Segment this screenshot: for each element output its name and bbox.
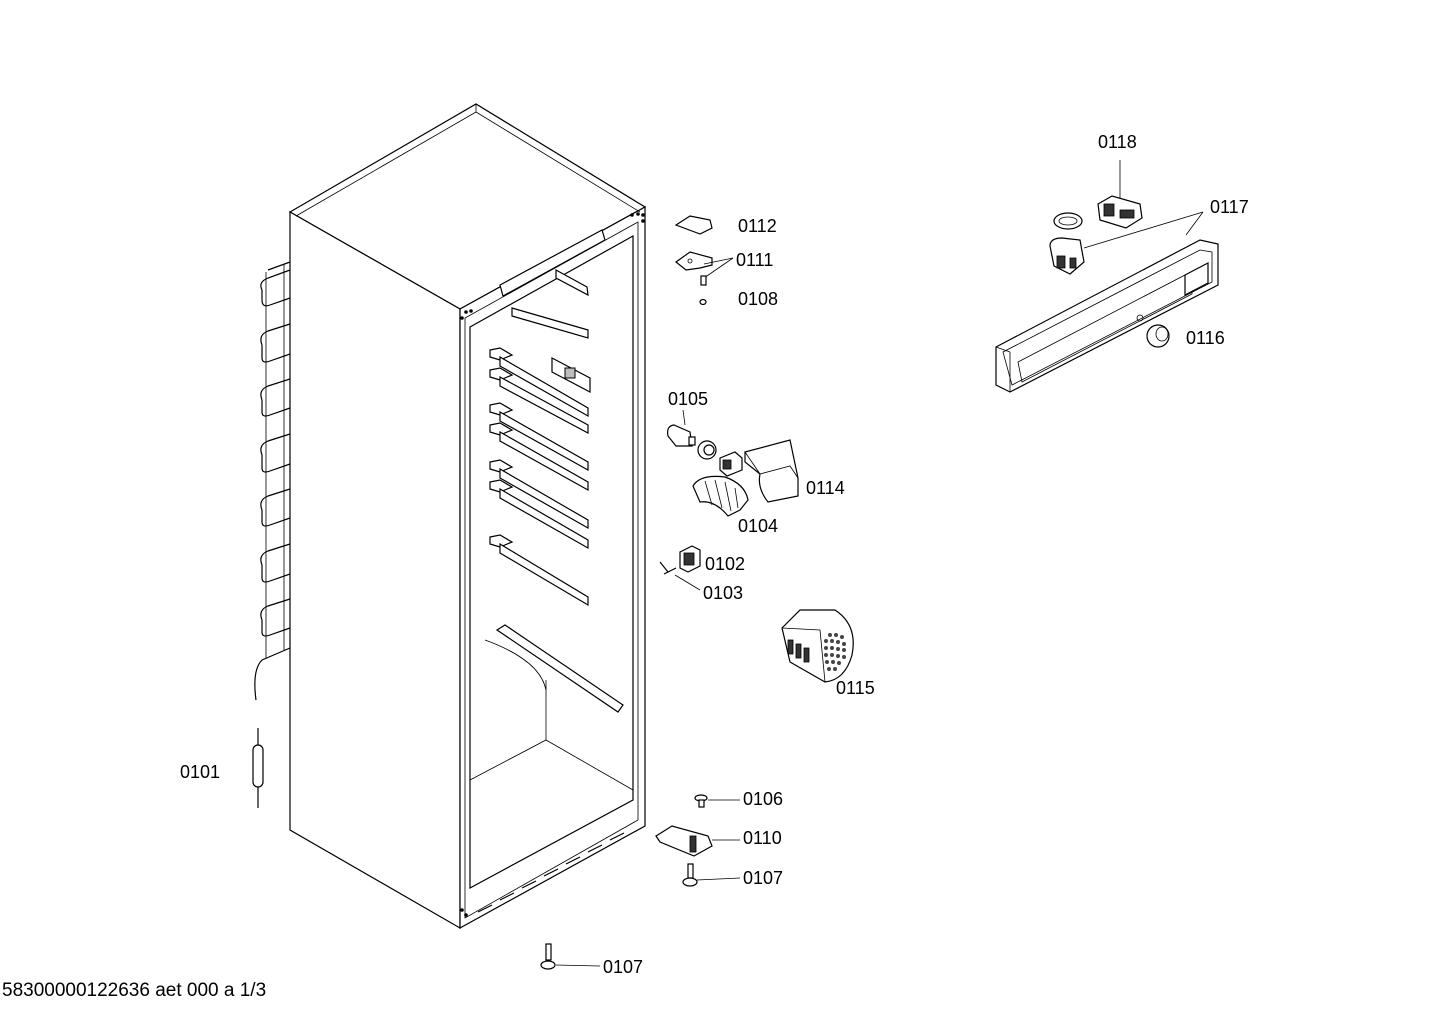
part-0111-bracket (675, 251, 734, 279)
part-0108-pin (699, 275, 707, 306)
part-0104-shield (692, 475, 749, 517)
part-0101-dryer (252, 728, 264, 808)
part-0106-screw (694, 794, 740, 808)
label-0108: 0108 (738, 289, 778, 309)
part-0105-lamp (667, 409, 696, 447)
label-0112: 0112 (738, 216, 777, 236)
part-0110-hinge (655, 825, 740, 857)
label-0102: 0102 (705, 554, 745, 574)
part-0114-lamp-cover (744, 439, 799, 503)
label-0105: 0105 (668, 389, 708, 409)
label-0117: 0117 (1210, 197, 1249, 217)
part-0107-foot-upper (682, 863, 741, 887)
label-0115: 0115 (836, 678, 875, 698)
part-0117-control-panel (995, 211, 1219, 393)
label-0107-lower: 0107 (603, 957, 643, 977)
label-0114: 0114 (806, 478, 845, 498)
part-0115-fan-cover (781, 609, 854, 683)
label-0118: 0118 (1098, 132, 1137, 152)
bottom-vents (477, 832, 625, 913)
part-0116-knob (1146, 324, 1170, 348)
condenser-coil (254, 261, 291, 701)
label-0111: 0111 (736, 250, 773, 270)
label-0107-upper: 0107 (743, 868, 783, 888)
label-0106: 0106 (743, 789, 783, 809)
part-0107-foot-lower (540, 943, 601, 970)
label-0110: 0110 (743, 828, 782, 848)
drawing-id-footer: 58300000122636 aet 000 a 1/3 (2, 980, 267, 1001)
part-0102-thermostat (679, 545, 701, 573)
label-0116: 0116 (1186, 328, 1225, 348)
shelf-rails (489, 268, 591, 607)
lamp-socket (697, 440, 743, 477)
part-0112-cover (674, 215, 713, 235)
label-0101: 0101 (180, 762, 220, 782)
part-0118-switch (1097, 160, 1143, 229)
cabinet (288, 103, 647, 930)
part-0103-clip (659, 561, 701, 591)
label-0104: 0104 (738, 516, 778, 536)
label-0103: 0103 (703, 583, 743, 603)
